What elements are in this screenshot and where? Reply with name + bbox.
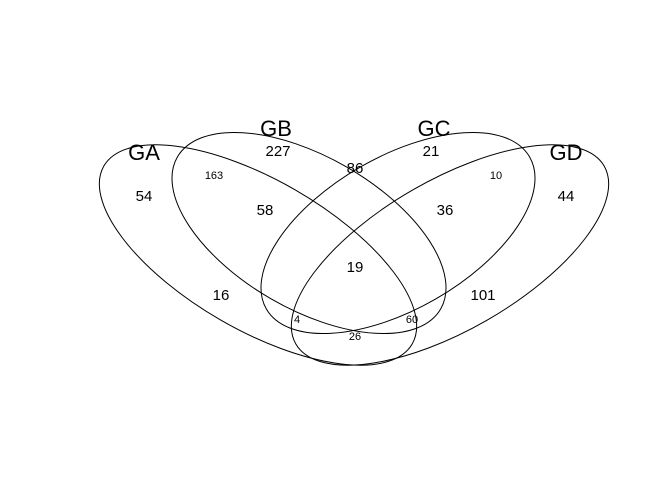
count-ad: 26 bbox=[349, 331, 361, 343]
set-label-ga: GA bbox=[128, 140, 160, 165]
count-cd: 10 bbox=[490, 170, 502, 182]
set-gb-ellipse bbox=[171, 131, 447, 335]
count-abd: 60 bbox=[406, 314, 418, 326]
count-b-only: 227 bbox=[265, 143, 290, 160]
set-gd-ellipse bbox=[290, 144, 610, 366]
set-ga-ellipse bbox=[98, 144, 418, 366]
count-bc: 86 bbox=[347, 160, 364, 177]
count-acd: 4 bbox=[294, 314, 300, 326]
count-ab: 163 bbox=[205, 170, 223, 182]
set-label-gd: GD bbox=[550, 140, 583, 165]
set-label-gc: GC bbox=[418, 116, 451, 141]
count-bd: 101 bbox=[470, 287, 495, 304]
set-gc-ellipse bbox=[260, 131, 536, 335]
count-bcd: 36 bbox=[437, 202, 454, 219]
count-abc: 58 bbox=[257, 202, 274, 219]
count-a-only: 54 bbox=[136, 188, 153, 205]
count-ac: 16 bbox=[213, 287, 230, 304]
set-label-gb: GB bbox=[260, 116, 292, 141]
count-c-only: 21 bbox=[423, 143, 440, 160]
count-d-only: 44 bbox=[558, 188, 575, 205]
count-abcd: 19 bbox=[347, 259, 364, 276]
